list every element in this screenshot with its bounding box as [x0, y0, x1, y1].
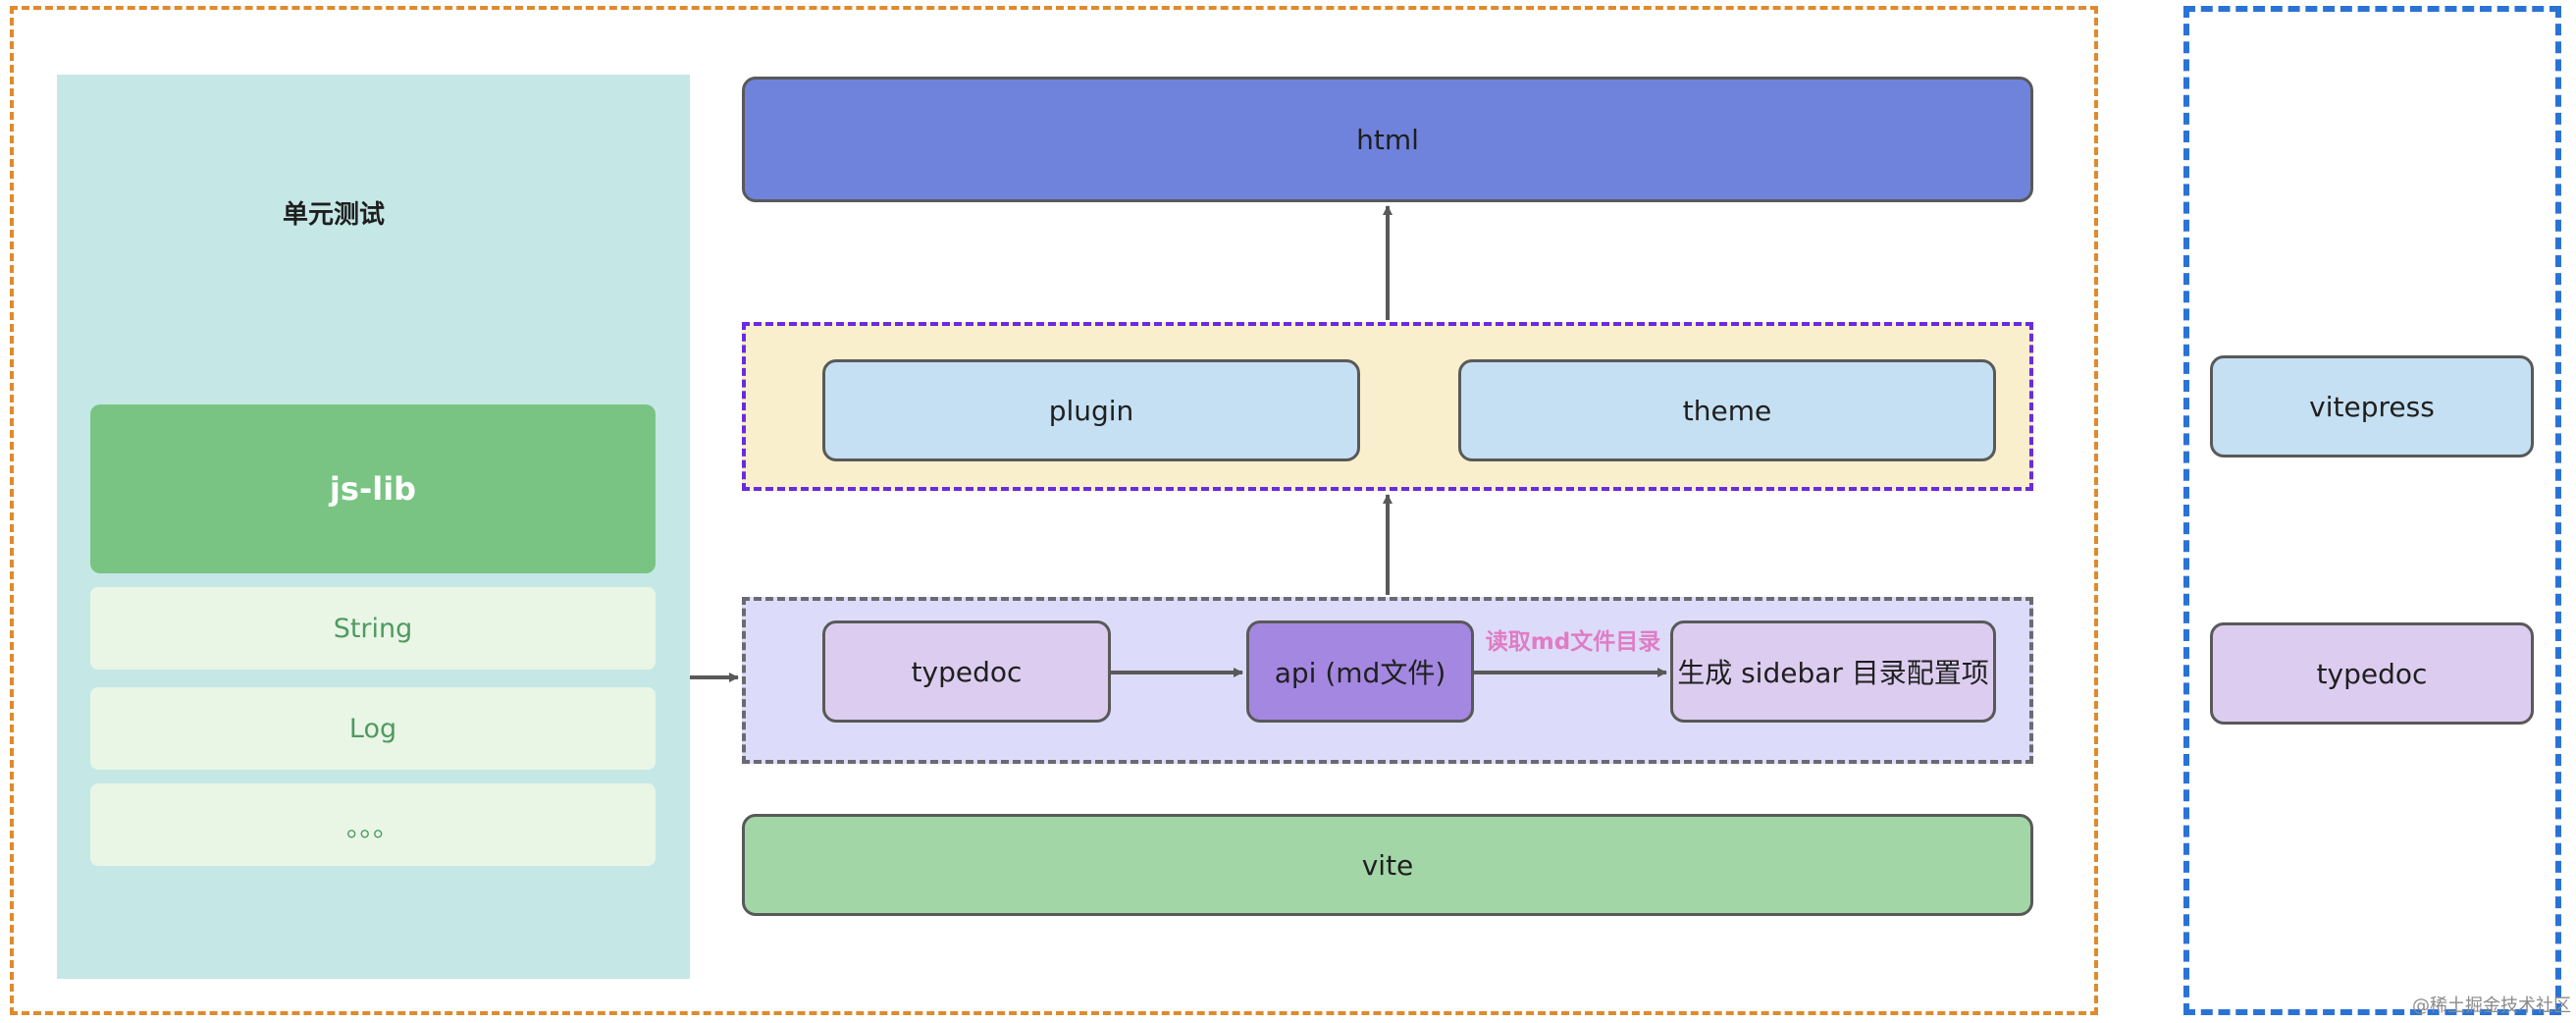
lib-item-more: 。。。 [90, 783, 656, 866]
unit-test-title: 单元测试 [282, 199, 385, 230]
watermark: @稀土掘金技术社区 [2412, 996, 2571, 1016]
vite-node: vite [742, 814, 2033, 916]
tools-frame [2183, 6, 2561, 1015]
typedoc-node: typedoc [822, 620, 1111, 723]
js-lib-node: js-lib [90, 404, 656, 573]
plugin-node: plugin [822, 359, 1360, 461]
lib-item-string: String [90, 587, 656, 670]
typedoc-tool-node: typedoc [2210, 622, 2534, 725]
read-md-dir-label: 读取md文件目录 [1485, 629, 1661, 655]
sidebar-config-node: 生成 sidebar 目录配置项 [1670, 620, 1996, 723]
theme-node: theme [1458, 359, 1996, 461]
vitepress-node: vitepress [2210, 355, 2534, 458]
main-architecture-frame [10, 6, 2098, 1015]
lib-item-log: Log [90, 687, 656, 770]
html-node: html [742, 77, 2033, 202]
api-md-node: api (md文件) [1246, 620, 1474, 723]
